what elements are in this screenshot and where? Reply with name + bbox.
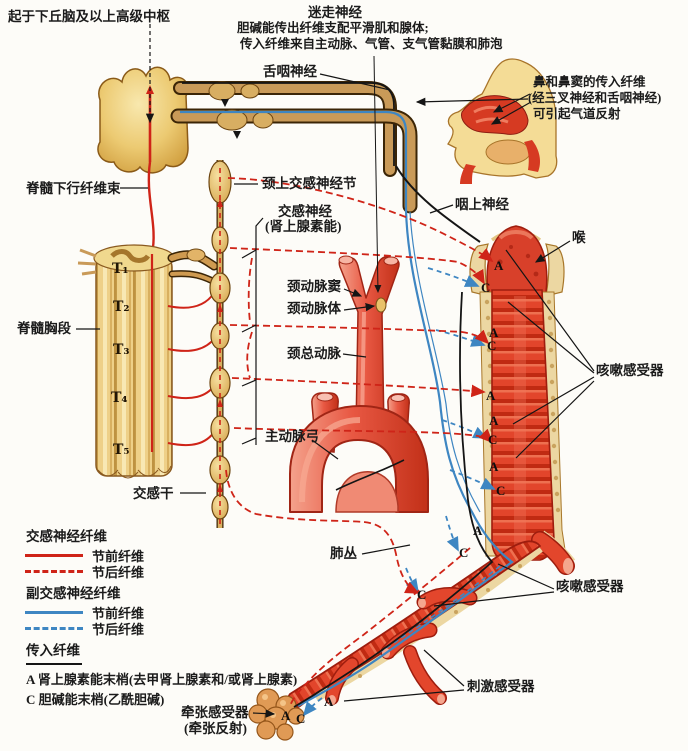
- fiber-marker: A: [489, 413, 499, 428]
- leader-lines: [76, 24, 595, 718]
- legend-afferent-heading: 传入纤维: [26, 643, 80, 658]
- fiber-marker: A: [489, 325, 499, 340]
- parasympathetic-preganglionic-line-swatch: [25, 610, 83, 614]
- sympathetic-postganglionic-fibers: [225, 177, 494, 707]
- fiber-marker: C: [459, 545, 469, 560]
- legend-parasympathetic-post: 节后纤维: [92, 621, 145, 637]
- afferent-fibers: [293, 165, 494, 708]
- label-vagus-desc2: 传入纤维来自主动脉、气管、支气管黏膜和肺泡: [240, 37, 503, 51]
- label-carotid-sinus: 颈动脉窦: [287, 279, 341, 294]
- fiber-marker: A: [473, 523, 483, 538]
- legend-sympathetic-pre: 节前纤维: [92, 548, 145, 564]
- label-vagus-desc1: 胆碱能传出纤维支配平滑肌和腺体;: [237, 21, 429, 35]
- sympathetic-chain-illustration: [208, 160, 232, 528]
- label-origin: 起于下丘脑及以上高级中枢: [8, 9, 170, 24]
- label-glossopharyngeal: 舌咽神经: [263, 64, 317, 79]
- label-thoracic-cord: 脊髓胸段: [17, 321, 71, 336]
- label-nose-line2: (经三叉神经和舌咽神经): [528, 91, 662, 105]
- legend: 交感神经纤维 节前纤维 节后纤维 副交感神经纤维 节前纤维 节后纤维 传入纤维 …: [24, 522, 344, 708]
- legend-terminal-c: C 胆碱能末梢(乙酰胆碱): [26, 692, 165, 707]
- label-carotid-body: 颈动脉体: [287, 301, 341, 316]
- label-vagus-title: 迷走神经: [308, 5, 362, 20]
- spinal-cord-illustration: [77, 244, 219, 479]
- fiber-marker: C: [487, 338, 497, 353]
- fiber-marker: C: [296, 711, 306, 726]
- sympathetic-postganglionic-line-swatch: [25, 569, 83, 573]
- legend-parasympathetic-heading: 副交感神经纤维: [26, 586, 121, 601]
- label-stretch-receptor: 牵张感受器: [181, 705, 249, 720]
- label-nose-line3: 可引起气道反射: [533, 107, 621, 121]
- segment-label-t1: T₁: [112, 261, 129, 277]
- sympathetic-preganglionic-line-swatch: [25, 553, 83, 557]
- fiber-marker: C: [488, 432, 498, 447]
- label-cough-receptor-upper: 咳嗽感受器: [596, 363, 664, 378]
- brainstem-illustration: [97, 66, 189, 255]
- label-stretch-receptor-sub: (牵张反射): [184, 721, 247, 736]
- label-superior-pharyngeal: 咽上神经: [455, 197, 509, 212]
- label-sympathetic-trunk: 交感干: [133, 486, 174, 501]
- glossopharyngeal-tract: [173, 81, 397, 177]
- label-nose-line1: 鼻和鼻窦的传入纤维: [533, 75, 646, 89]
- label-cough-receptor-lower: 咳嗽感受器: [556, 579, 624, 594]
- afferent-line-swatch: [26, 663, 82, 665]
- label-superior-cervical-ganglion: 颈上交感神经节: [262, 176, 357, 191]
- fiber-marker: A: [324, 694, 334, 709]
- aortic-arch-illustration: [289, 392, 429, 513]
- fiber-marker: A: [281, 708, 291, 723]
- label-sympathetic-nerve: 交感神经: [278, 204, 332, 219]
- label-aortic-arch: 主动脉弓: [265, 429, 319, 444]
- legend-sympathetic-post: 节后纤维: [92, 564, 145, 580]
- label-common-carotid: 颈总动脉: [287, 346, 341, 361]
- segment-label-t5: T₅: [113, 442, 130, 458]
- parasympathetic-postganglionic-line-swatch: [25, 626, 83, 630]
- fiber-marker: A: [494, 258, 504, 273]
- legend-terminal-a: A 肾上腺素能末梢(去甲肾上腺素和/或肾上腺素): [26, 672, 298, 687]
- segment-label-t3: T₃: [113, 342, 130, 358]
- label-irritant-receptor: 刺激感受器: [467, 679, 535, 694]
- legend-parasympathetic-pre: 节前纤维: [92, 605, 145, 621]
- fiber-marker: C: [481, 280, 491, 295]
- carotid-body-illustration: [375, 297, 387, 313]
- segment-label-t4: T₄: [111, 390, 128, 406]
- label-descending-tract: 脊髓下行纤维束: [26, 181, 121, 196]
- legend-sympathetic-heading: 交感神经纤维: [26, 529, 107, 544]
- fiber-marker: A: [489, 459, 499, 474]
- label-larynx: 喉: [572, 230, 586, 245]
- label-sympathetic-nerve-sub: (肾上腺素能): [265, 219, 342, 234]
- fiber-marker: C: [417, 587, 427, 602]
- fiber-marker: C: [496, 483, 506, 498]
- label-pulmonary-plexus: 肺丛: [330, 546, 357, 561]
- segment-label-t2: T₂: [113, 299, 130, 315]
- fiber-marker: A: [486, 388, 496, 403]
